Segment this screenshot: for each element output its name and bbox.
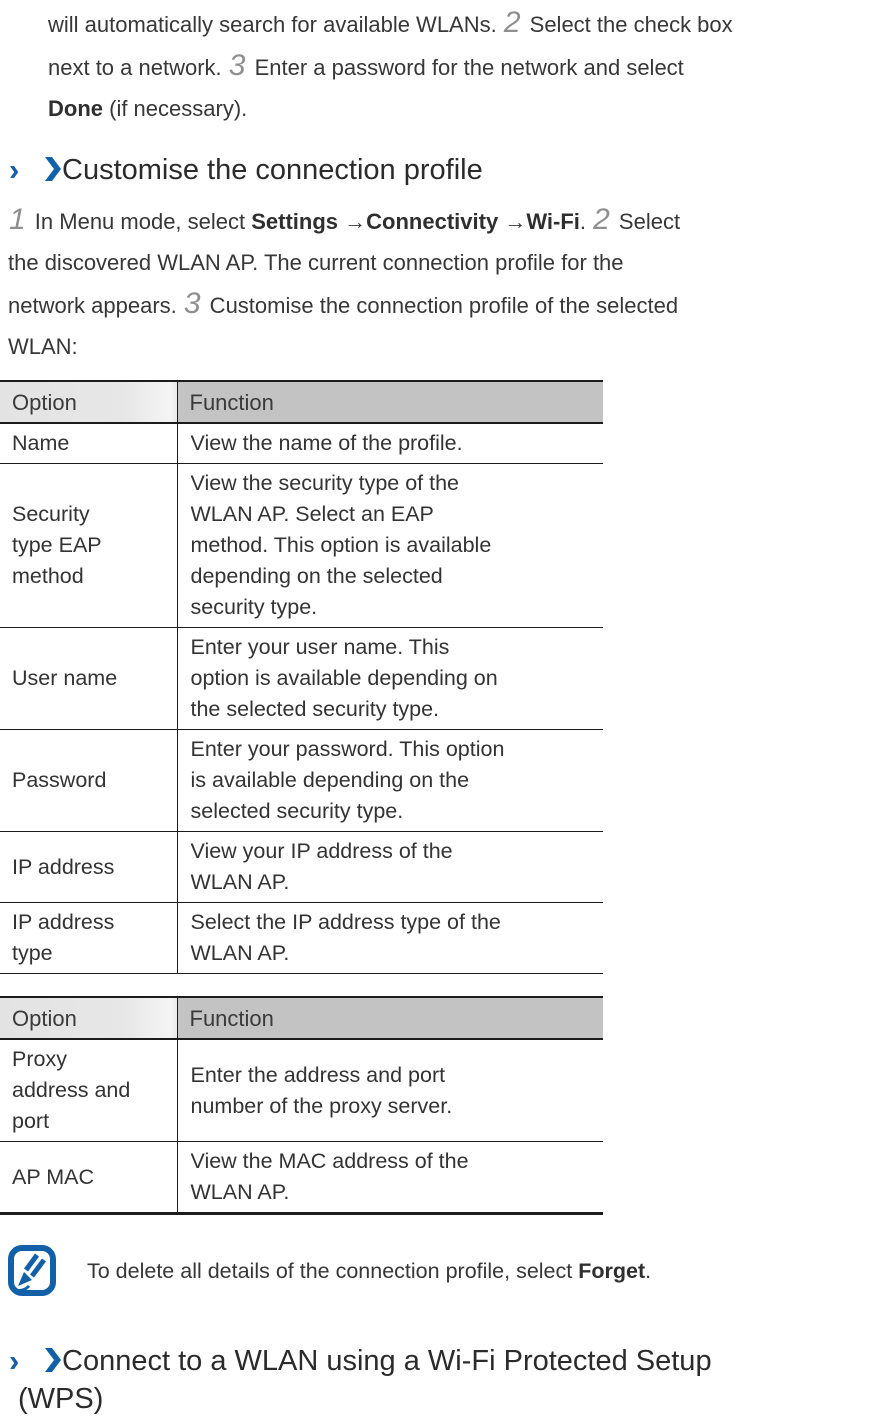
step-number: 3 bbox=[183, 287, 201, 320]
text-run: Settings bbox=[251, 209, 339, 234]
text-run: Select bbox=[612, 209, 681, 234]
text-run: Connectivity bbox=[366, 209, 499, 234]
step-number: 2 bbox=[503, 6, 521, 39]
text-run: the discovered WLAN AP. The current conn… bbox=[8, 250, 624, 275]
column-header-function: Function bbox=[176, 381, 603, 424]
section-heading-wps: › Connect to a WLAN using a Wi-Fi Protec… bbox=[0, 1342, 887, 1418]
solid-chevron-icon bbox=[45, 1348, 61, 1372]
option-cell: AP MAC bbox=[0, 1141, 177, 1215]
text-run: WLAN: bbox=[8, 334, 78, 359]
column-header-option: Option bbox=[0, 997, 177, 1040]
step-number: 2 bbox=[593, 203, 610, 236]
text-run: (WPS) bbox=[18, 1383, 104, 1415]
option-cell: Password bbox=[0, 729, 177, 832]
text-run: Wi-Fi bbox=[526, 209, 580, 234]
section-heading-customise: › Customise the connection profile bbox=[0, 151, 887, 189]
thin-chevron-icon: › bbox=[9, 1343, 20, 1378]
note: To delete all details of the connection … bbox=[8, 1245, 887, 1296]
note-pencil-icon bbox=[8, 1245, 56, 1296]
note-text: To delete all details of the connection … bbox=[87, 1257, 651, 1285]
section-title: Connect to a WLAN using a Wi-Fi Protecte… bbox=[18, 1345, 712, 1415]
text-run: To delete all details of the connection … bbox=[87, 1258, 579, 1283]
text-run: Done bbox=[48, 96, 103, 121]
thin-chevron-icon: › bbox=[9, 152, 20, 187]
section-title: Customise the connection profile bbox=[62, 154, 483, 186]
text-run: network appears. bbox=[8, 293, 183, 318]
text-run: Customise the connection profile of the … bbox=[203, 293, 679, 318]
solid-chevron-icon bbox=[45, 157, 61, 181]
text-run: In Menu mode, select bbox=[28, 209, 252, 234]
text-run: . bbox=[579, 209, 593, 234]
option-cell: IP address bbox=[0, 831, 177, 903]
text-run: will automatically search for available … bbox=[48, 12, 503, 37]
option-cell: Name bbox=[0, 423, 177, 464]
text-run: . bbox=[645, 1258, 652, 1283]
text-run: Enter a password for the network and sel… bbox=[248, 55, 684, 80]
steps-paragraph: 1 In Menu mode, select Settings →Connect… bbox=[8, 199, 887, 367]
text-run: Customise the connection profile bbox=[62, 154, 483, 186]
intro-paragraph: will automatically search for available … bbox=[48, 2, 887, 129]
function-cell: View the name of the profile. bbox=[176, 423, 603, 464]
option-cell: User name bbox=[0, 627, 177, 730]
text-run: (if necessary). bbox=[103, 96, 248, 121]
text-run: → bbox=[498, 209, 527, 234]
text-run: → bbox=[338, 209, 367, 234]
step-number: 1 bbox=[9, 203, 26, 236]
text-run: Connect to a WLAN using a Wi-Fi Protecte… bbox=[62, 1345, 712, 1377]
column-header-function: Function bbox=[176, 997, 603, 1040]
step-number: 3 bbox=[228, 49, 246, 82]
text-run: Select the check box bbox=[523, 12, 733, 37]
column-header-option: Option bbox=[0, 381, 177, 424]
text-run: next to a network. bbox=[48, 55, 228, 80]
text-run: Forget bbox=[578, 1258, 646, 1283]
